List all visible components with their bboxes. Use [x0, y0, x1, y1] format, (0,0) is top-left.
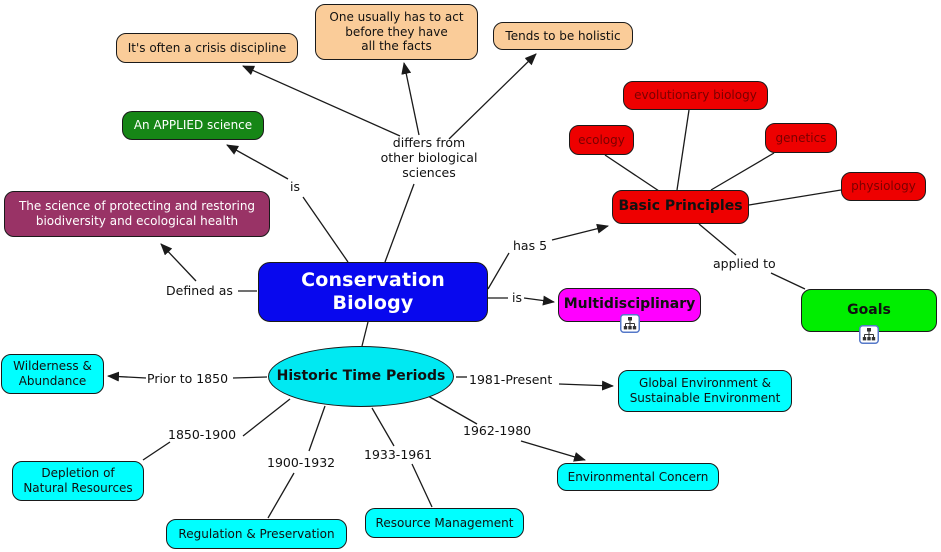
link-label-1962-1980[interactable]: 1962-1980 [463, 423, 532, 438]
link-line [770, 272, 806, 290]
node-definition[interactable]: The science of protecting and restoring … [4, 191, 270, 237]
node-global-environment[interactable]: Global Environment & Sustainable Environ… [618, 370, 792, 412]
link-label-1850-1900[interactable]: 1850-1900 [168, 427, 237, 442]
link-line [371, 407, 395, 447]
node-physiology[interactable]: physiology [841, 172, 926, 201]
node-environmental-concern[interactable]: Environmental Concern [557, 463, 719, 491]
link-label-is-multi[interactable]: is [512, 290, 522, 305]
link-label-1900-1932[interactable]: 1900-1932 [267, 455, 336, 470]
link-arrow [107, 371, 147, 382]
link-label-applied-to[interactable]: applied to [713, 256, 776, 271]
link-arrow [242, 65, 401, 137]
node-evolutionary-biology[interactable]: evolutionary biology [623, 81, 768, 110]
link-arrow [520, 440, 586, 462]
link-line [487, 252, 510, 290]
link-line [267, 472, 295, 519]
node-basic-principles[interactable]: Basic Principles [612, 190, 749, 224]
link-arrow [401, 62, 420, 136]
link-line [142, 441, 171, 461]
node-crisis-discipline[interactable]: It's often a crisis discipline [116, 33, 298, 63]
link-label-differs[interactable]: differs from other biological sciences [380, 135, 478, 180]
link-line [361, 321, 369, 347]
link-line [604, 154, 660, 192]
node-genetics[interactable]: genetics [765, 123, 837, 153]
node-regulation-preservation[interactable]: Regulation & Preservation [166, 519, 347, 549]
link-arrow [160, 243, 197, 282]
hierarchy-submap-icon[interactable] [620, 314, 640, 333]
node-historic-time-periods[interactable]: Historic Time Periods [268, 346, 454, 407]
link-line [308, 405, 326, 452]
link-line [242, 398, 291, 437]
link-line [384, 183, 415, 263]
node-resource-management[interactable]: Resource Management [365, 508, 524, 538]
link-arrow [551, 223, 609, 241]
link-label-1933-1961[interactable]: 1933-1961 [364, 447, 433, 462]
link-line [698, 223, 737, 256]
link-label-1981-present[interactable]: 1981-Present [469, 372, 553, 387]
node-act-before-facts[interactable]: One usually has to act before they have … [315, 4, 478, 60]
link-label-prior-1850[interactable]: Prior to 1850 [147, 371, 229, 386]
hierarchy-submap-icon[interactable] [859, 325, 879, 344]
link-arrow [558, 380, 614, 391]
node-conservation-biology[interactable]: Conservation Biology [258, 262, 488, 322]
node-holistic[interactable]: Tends to be holistic [493, 22, 633, 50]
link-label-has-5[interactable]: has 5 [513, 238, 548, 253]
link-line [748, 189, 842, 206]
node-depletion-resources[interactable]: Depletion of Natural Resources [12, 461, 144, 501]
link-line [232, 376, 268, 379]
link-line [411, 463, 433, 508]
link-line [427, 395, 478, 425]
link-line [710, 152, 775, 191]
link-arrow [448, 53, 537, 140]
link-label-defined-as[interactable]: Defined as [166, 283, 233, 298]
node-wilderness-abundance[interactable]: Wilderness & Abundance [1, 354, 104, 394]
link-arrow [226, 144, 289, 180]
link-line [302, 196, 349, 263]
link-label-is-applied[interactable]: is [290, 179, 300, 194]
link-line [676, 109, 690, 191]
node-ecology[interactable]: ecology [569, 125, 634, 155]
link-arrow [523, 295, 555, 306]
node-applied-science[interactable]: An APPLIED science [122, 111, 264, 140]
